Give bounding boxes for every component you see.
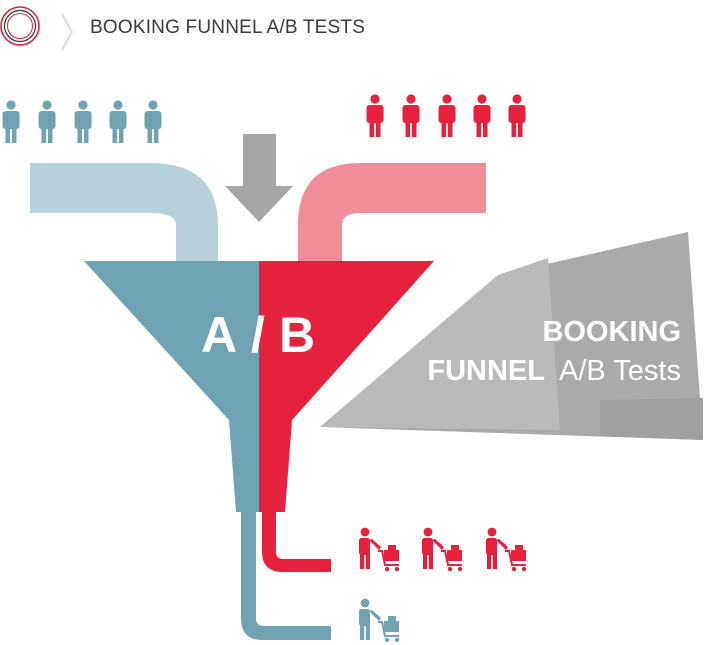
person-icon bbox=[144, 100, 162, 143]
shopper-cart-icon bbox=[358, 597, 401, 644]
outcome-a bbox=[358, 597, 401, 644]
shopper-cart-icon bbox=[485, 526, 528, 573]
shopper-cart-icon bbox=[421, 526, 464, 573]
chevron-right-icon bbox=[61, 13, 73, 51]
outflow-pipe-a bbox=[241, 512, 331, 640]
outcome-b bbox=[358, 526, 528, 573]
ring-logo-icon[interactable] bbox=[0, 0, 46, 50]
funnel-half-b bbox=[259, 261, 434, 512]
person-icon bbox=[38, 100, 56, 143]
person-icon bbox=[473, 94, 491, 137]
person-icon bbox=[508, 94, 526, 137]
inflow-pipe-a bbox=[30, 163, 218, 262]
visitors-b bbox=[366, 94, 526, 137]
visitors-a bbox=[2, 100, 162, 143]
person-icon bbox=[2, 100, 20, 143]
banner: BOOKING FUNNEL A/B Tests bbox=[320, 232, 703, 440]
page-title: BOOKING FUNNEL A/B TESTS bbox=[90, 17, 366, 38]
funnel-half-a bbox=[84, 261, 259, 512]
inflow-pipe-b bbox=[298, 163, 486, 262]
down-arrow-icon bbox=[225, 134, 293, 222]
person-icon bbox=[402, 94, 420, 137]
person-icon bbox=[366, 94, 384, 137]
person-icon bbox=[109, 100, 127, 143]
outflow-pipe-b bbox=[262, 512, 331, 572]
person-icon bbox=[74, 100, 92, 143]
banner-title-line2: FUNNEL A/B Tests bbox=[427, 355, 681, 387]
banner-title-line1: BOOKING bbox=[542, 316, 681, 348]
header: BOOKING FUNNEL A/B TESTS bbox=[0, 0, 704, 58]
shopper-cart-icon bbox=[358, 526, 401, 573]
funnel-label: A/B bbox=[201, 307, 315, 363]
person-icon bbox=[438, 94, 456, 137]
